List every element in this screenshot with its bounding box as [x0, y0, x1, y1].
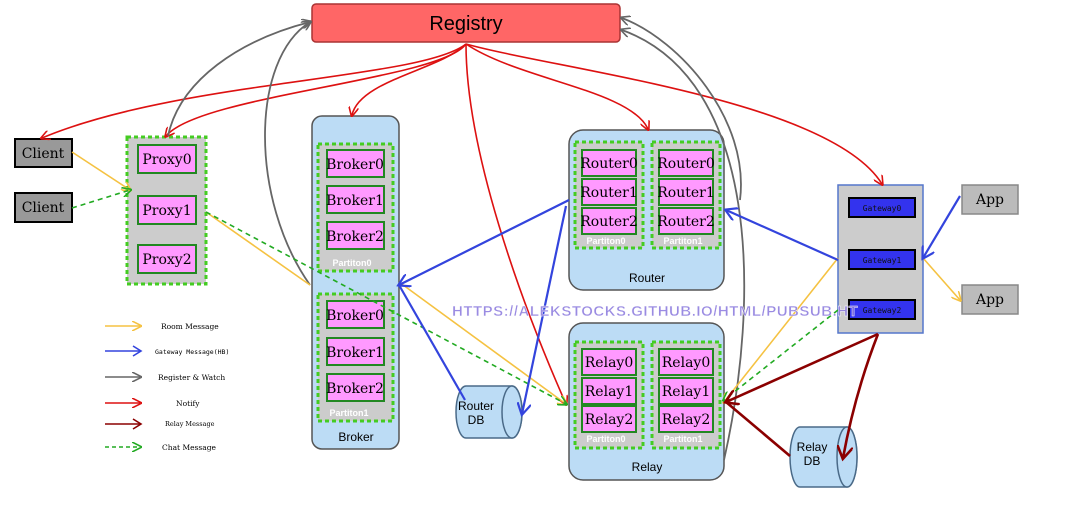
broker-p1-node2: Broker2 — [326, 381, 384, 397]
relay-p0-node0: Relay0 — [585, 355, 633, 371]
proxy1-label: Proxy1 — [142, 203, 191, 219]
router-db-cylinder: Router DB — [455, 385, 523, 439]
broker-partition0-label: Partiton0 — [332, 258, 371, 268]
broker-p1-node0: Broker0 — [326, 308, 384, 324]
gateway0-box — [848, 197, 916, 218]
app-label-2: App — [975, 292, 1004, 308]
registry-label: Registry — [429, 13, 502, 35]
router-p1-node2: Router2 — [657, 214, 715, 230]
relay-db-label-1: Relay — [797, 440, 828, 454]
relay-p0-node1: Relay1 — [585, 384, 633, 400]
broker-partition1-label: Partiton1 — [329, 408, 368, 418]
router-partition1-label: Partiton1 — [663, 236, 702, 246]
gateway1-label: Gateway1 — [863, 256, 902, 265]
gateway2-label: Gateway2 — [863, 306, 902, 315]
router-p1-node1: Router1 — [657, 185, 715, 201]
relay-db-cylinder: Relay DB — [789, 426, 858, 488]
relay-message-arrows — [726, 332, 880, 458]
relay-p1-node0: Relay0 — [662, 355, 710, 371]
legend-label-gateway: Gateway Message(HB) — [155, 348, 229, 356]
broker-p0-node2: Broker2 — [326, 229, 384, 245]
broker-p0-node0: Broker0 — [326, 157, 384, 173]
router-p1-node0: Router0 — [657, 156, 715, 172]
legend-label-room: Room Message — [161, 322, 219, 331]
gateway-group: Gateway0 Gateway1 Gateway2 — [837, 184, 924, 334]
watermark-url: HTTPS://ALEKSTOCKS.GITHUB.IO/HTML/PUBSUB… — [452, 303, 858, 320]
client-node-1: Client — [14, 138, 73, 168]
legend-label-register: Register & Watch — [158, 373, 225, 382]
relay-partition1-label: Partiton1 — [663, 434, 702, 444]
app-node-2: App — [961, 284, 1019, 315]
broker-p0-node1: Broker1 — [326, 193, 384, 209]
proxy2-label: Proxy2 — [142, 252, 191, 268]
client-node-2: Client — [14, 192, 73, 223]
router-partition0-label: Partiton0 — [586, 236, 625, 246]
relay-p1-node2: Relay2 — [662, 412, 710, 428]
proxy0-label: Proxy0 — [142, 152, 191, 168]
relay-p0-node2: Relay2 — [585, 412, 633, 428]
room-message-arrows — [71, 151, 960, 404]
broker-p1-node1: Broker1 — [326, 345, 384, 361]
gateway2-box — [848, 299, 916, 320]
proxy1-box — [137, 195, 197, 225]
router-p0-node2: Router2 — [580, 214, 638, 230]
broker-cluster: Broker0 Broker1 Broker2 Partiton0 Broker… — [311, 115, 400, 450]
router-db-label-2: DB — [468, 413, 485, 427]
proxy-group: Proxy0 Proxy1 Proxy2 — [125, 135, 208, 286]
proxy0-box — [137, 144, 197, 174]
relay-cluster-label: Relay — [632, 460, 663, 474]
legend: Room Message Gateway Message(HB) Registe… — [105, 322, 229, 452]
gateway0-label: Gateway0 — [863, 204, 902, 213]
app-node-1: App — [961, 184, 1019, 215]
app-label-1: App — [975, 192, 1004, 208]
router-p0-node1: Router1 — [580, 185, 638, 201]
client-label-1: Client — [22, 146, 65, 162]
legend-label-notify: Notify — [176, 399, 200, 408]
legend-label-relay: Relay Message — [165, 420, 215, 428]
relay-partition0-label: Partiton0 — [586, 434, 625, 444]
relay-cluster: Relay0 Relay1 Relay2 Partiton0 Relay0 Re… — [568, 322, 725, 481]
chat-message-arrows — [71, 190, 839, 404]
gateway1-box — [848, 249, 916, 270]
router-p0-node0: Router0 — [580, 156, 638, 172]
proxy2-box — [137, 244, 197, 274]
relay-p1-node1: Relay1 — [662, 384, 710, 400]
notify-arrows — [42, 43, 882, 404]
legend-label-chat: Chat Message — [162, 443, 217, 452]
registry-node: Registry — [311, 3, 621, 43]
router-cluster: Router0 Router1 Router2 Partiton0 Router… — [568, 129, 725, 291]
broker-cluster-label: Broker — [338, 430, 373, 444]
router-db-label-1: Router — [458, 399, 494, 413]
client-label-2: Client — [22, 200, 65, 216]
gateway-message-arrows — [399, 195, 961, 414]
router-cluster-label: Router — [629, 271, 665, 285]
relay-db-label-2: DB — [804, 454, 821, 468]
